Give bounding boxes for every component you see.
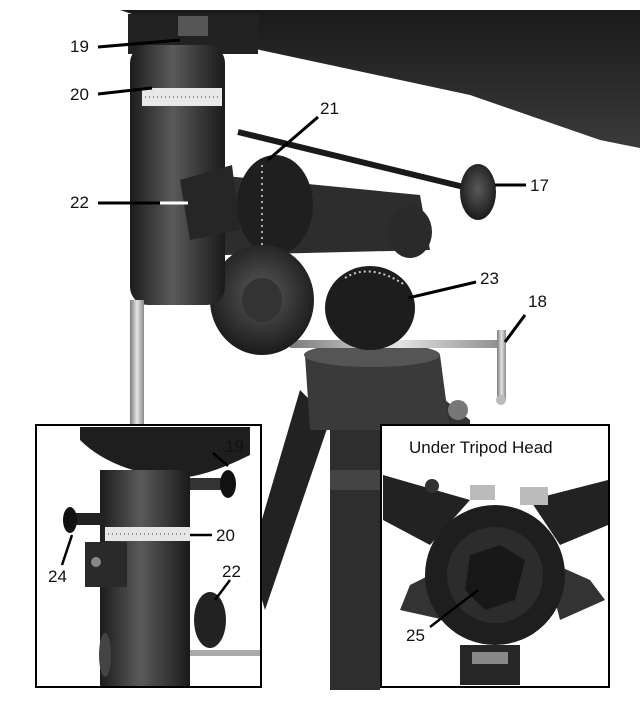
- ra-axis-end: [388, 206, 432, 258]
- leg-hinge: [330, 470, 380, 490]
- callout-22: 22: [70, 193, 89, 212]
- saddle-clamp: [178, 16, 208, 36]
- latitude-bolt: [290, 340, 505, 348]
- tripod-head-top: [304, 343, 440, 367]
- tripod-leg-center: [330, 380, 380, 690]
- leader-20: [97, 86, 153, 96]
- dec-lock-lever: [180, 165, 240, 240]
- counterweight-shaft: [130, 300, 144, 425]
- inset-callout-24: 24: [48, 567, 67, 586]
- callout-21: 21: [320, 99, 339, 118]
- inset-leader-24: [60, 534, 74, 566]
- inset-left-content: [63, 427, 260, 686]
- inset-right-content: [383, 475, 608, 685]
- t-bolt-end: [496, 395, 506, 405]
- inset-callout-20: 20: [216, 526, 235, 545]
- slow-motion-cable: [237, 129, 469, 191]
- tripod-head: [305, 355, 450, 430]
- inset-callout-19: 19: [225, 437, 244, 456]
- tripod-leg-left: [250, 390, 330, 610]
- callout-20: 20: [70, 85, 89, 104]
- dec-housing: [130, 45, 225, 305]
- callout-18: 18: [528, 292, 547, 311]
- knob-center: [242, 278, 282, 322]
- callout-19: 19: [70, 37, 89, 56]
- callout-23: 23: [480, 269, 499, 288]
- slow-motion-knob: [460, 164, 496, 220]
- callout-17: 17: [530, 176, 549, 195]
- leader-23: [407, 280, 477, 300]
- leader-19: [97, 38, 181, 49]
- leader-21: [267, 115, 319, 162]
- ra-setting-circle: [237, 155, 313, 255]
- leader-18: [503, 314, 527, 343]
- inset-callout-25: 25: [406, 626, 425, 645]
- latitude-scale: [344, 270, 406, 286]
- inset-leader-25: [429, 589, 479, 628]
- leg-bolt: [448, 400, 468, 420]
- latitude-dial: [325, 266, 415, 350]
- inset-leader-19: [212, 452, 229, 467]
- t-bolt-handle: [497, 330, 506, 400]
- inset-leader-22: [214, 579, 231, 601]
- inset-right-title: Under Tripod Head: [409, 438, 553, 457]
- inset-callout-22: 22: [222, 562, 241, 581]
